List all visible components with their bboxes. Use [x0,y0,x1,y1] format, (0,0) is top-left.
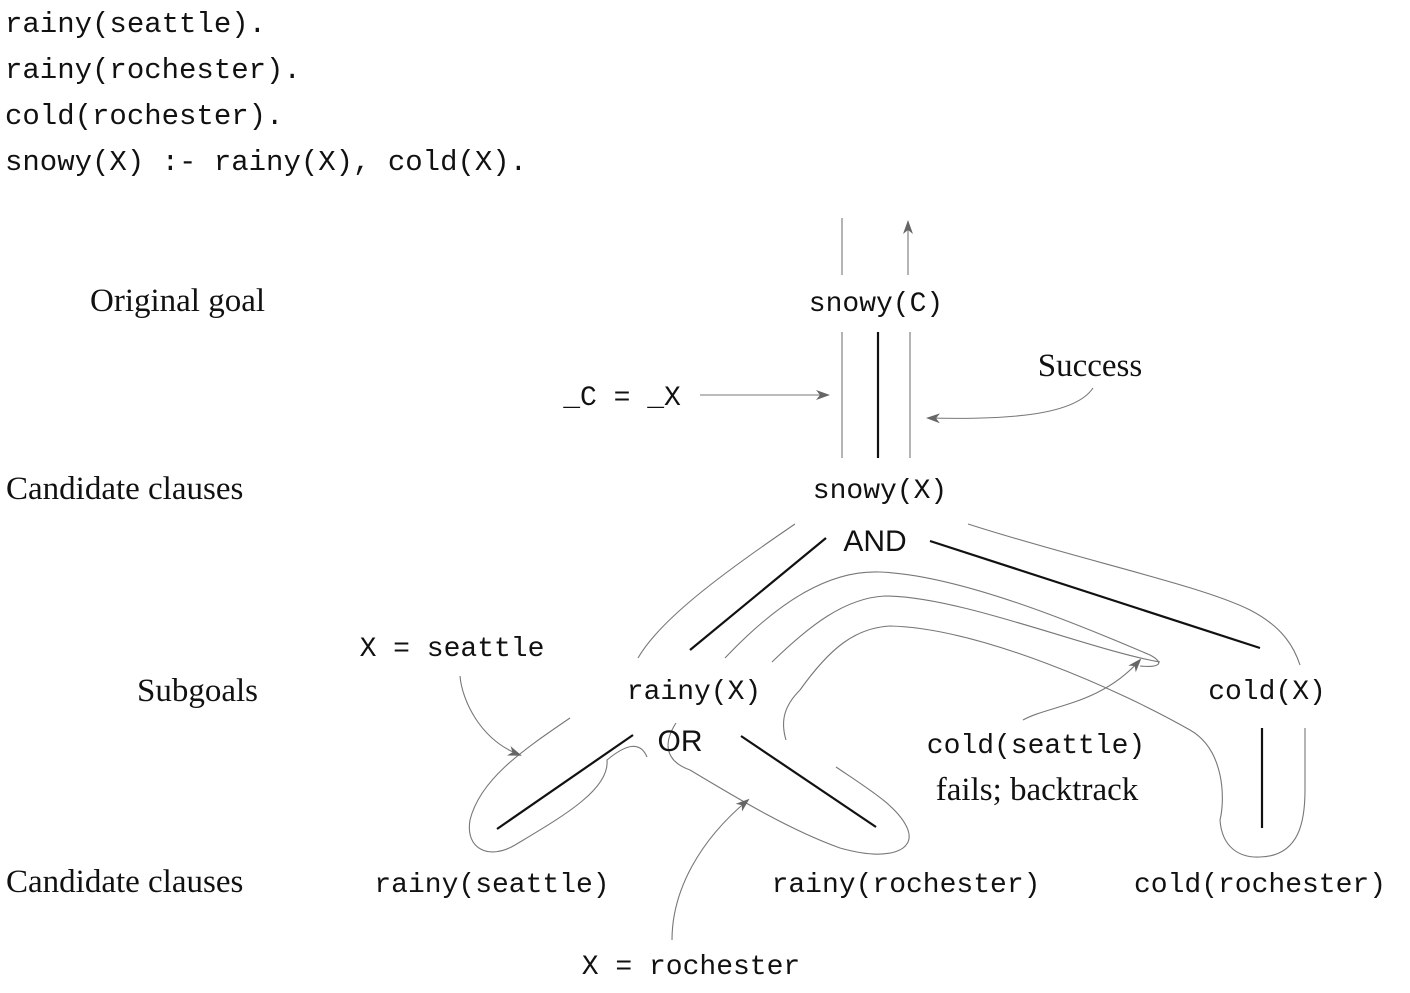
node-rule-head-snowy-x: snowy(X) [812,476,948,507]
node-clause-cold-rochester: cold(rochester) [1133,870,1387,901]
row-label-candidate-clauses-top: Candidate clauses [6,471,244,507]
edge-or-to-rainy-seattle [496,734,634,830]
program-line-snowy-rule: snowy(X) :- rainy(X), cold(X). [5,146,528,179]
node-subgoal-cold-x: cold(X) [1208,677,1326,708]
backtrack-arrow [1022,658,1142,721]
program-line-rainy-rochester: rainy(rochester). [5,54,301,87]
node-clause-rainy-rochester: rainy(rochester) [771,870,1041,901]
row-label-candidate-clauses-bottom: Candidate clauses [6,864,244,900]
row-label-subgoals: Subgoals [137,673,259,709]
trace-to-cold-rochester [799,625,1306,858]
trace-outer-left [637,523,796,659]
trace-loop-inner [771,595,1161,663]
bind-rochester-arrow [671,798,750,941]
trace-loop-seattle [468,717,648,853]
trace-loop-rochester [667,722,910,855]
annotation-unify: _C = _X [563,383,681,414]
edge-and-to-cold [929,539,1261,650]
trace-rainy-right-top [782,689,801,741]
annotation-bind-rochester: X = rochester [581,952,801,983]
annotation-fail-backtrack: fails; backtrack [935,772,1139,808]
node-subgoal-rainy-x: rainy(X) [626,677,762,708]
edge-or-to-rainy-rochester [740,735,877,828]
or-connector: OR [657,725,703,758]
bind-seattle-arrow [459,675,522,756]
annotation-fail-goal: cold(seattle) [926,731,1146,762]
node-goal-snowy-c: snowy(C) [808,289,944,320]
annotation-bind-seattle: X = seattle [359,634,545,665]
program-line-cold-rochester: cold(rochester). [5,100,284,133]
edge-and-to-rainy [689,537,827,651]
annotation-success: Success [1037,348,1143,384]
row-label-original-goal: Original goal [90,283,266,319]
node-clause-rainy-seattle: rainy(seattle) [374,870,610,901]
program-line-rainy-seattle: rainy(seattle). [5,8,267,41]
and-connector: AND [843,525,907,558]
trace-loop-outer [724,571,1160,667]
success-arrow [926,387,1094,424]
trace-outer-right [967,523,1301,666]
